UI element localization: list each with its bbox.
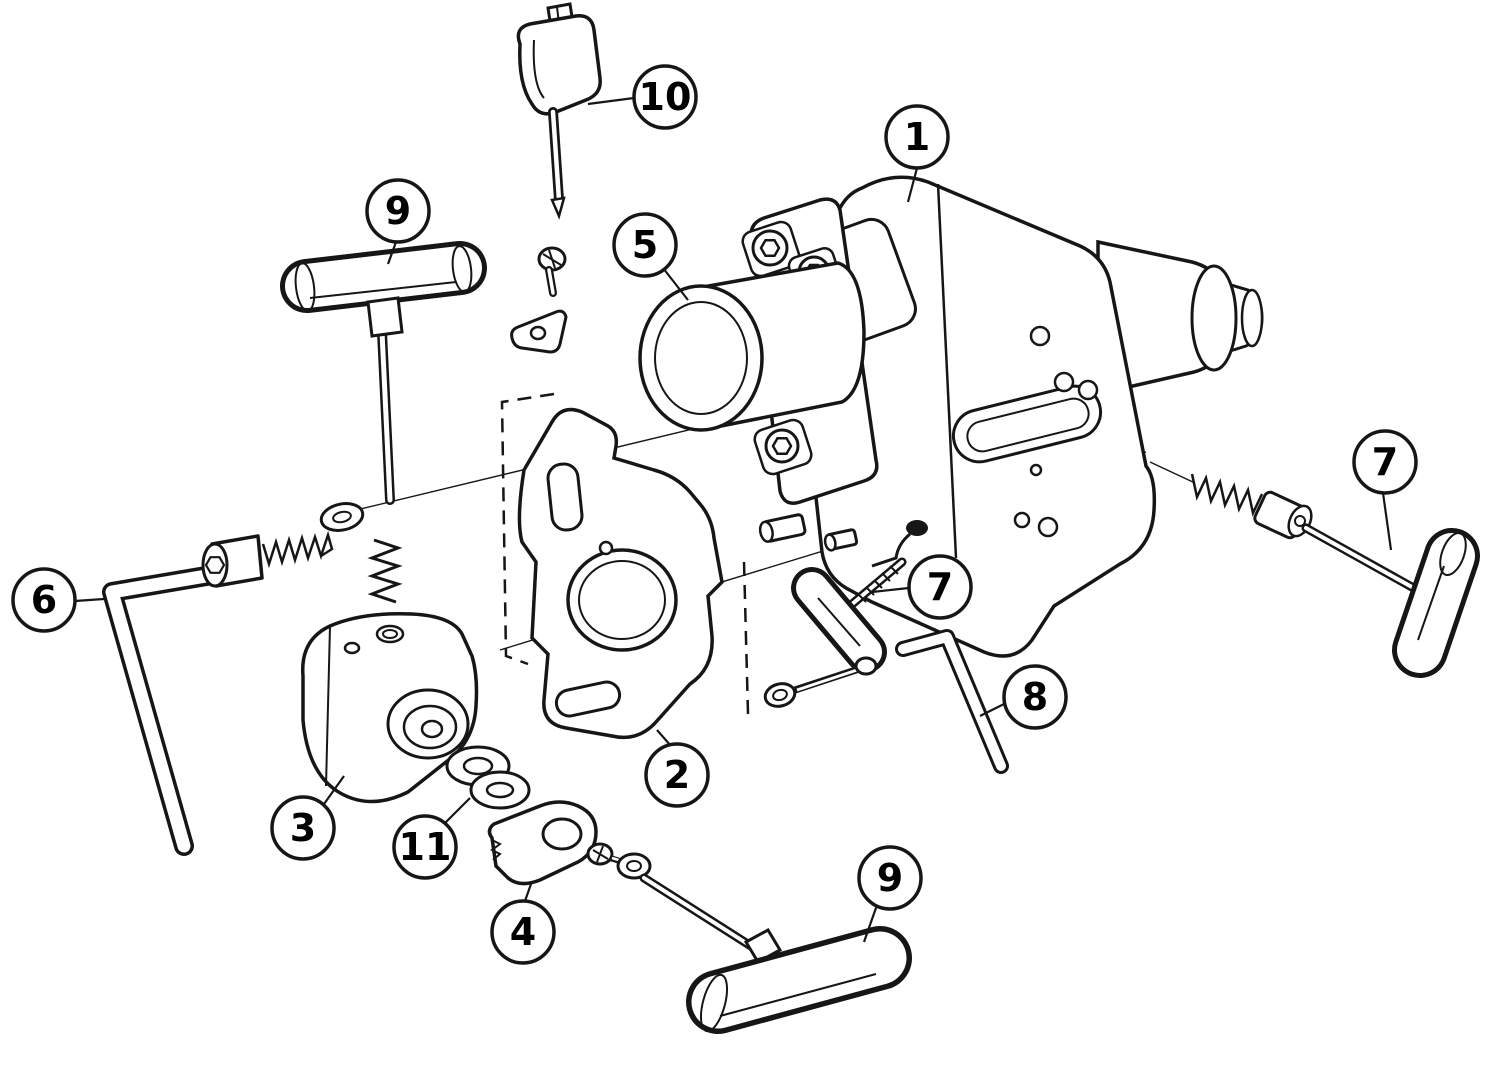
callout-1: 1 xyxy=(884,104,950,170)
callout-9-bottom-leader xyxy=(862,904,879,943)
part-6-hex-key xyxy=(102,564,228,856)
part-9-t-handle-bottom xyxy=(639,873,912,1034)
callout-11-label: 11 xyxy=(399,825,452,869)
callout-5-label: 5 xyxy=(632,223,658,267)
callout-6: 6 xyxy=(11,567,77,633)
callout-9-bottom-label: 9 xyxy=(877,856,903,900)
callout-9-top-leader xyxy=(386,241,398,265)
callout-7-right: 7 xyxy=(1352,429,1418,495)
callout-8-label: 8 xyxy=(1022,675,1048,719)
part-9-t-handle-top xyxy=(280,241,487,505)
callout-3-leader xyxy=(323,775,345,805)
part-8-hex-key xyxy=(895,629,1009,774)
callout-7-mid-label: 7 xyxy=(927,565,953,609)
callout-11-leader xyxy=(443,797,471,825)
callout-1-label: 1 xyxy=(904,115,930,159)
callout-9-top-label: 9 xyxy=(385,189,411,233)
mid-washer-screw xyxy=(763,656,878,708)
callout-2: 2 xyxy=(644,742,710,808)
set-screws xyxy=(758,513,928,568)
hex-socket-icon xyxy=(204,556,226,574)
part-7-torque-screw-right xyxy=(1190,473,1480,678)
part-1-body xyxy=(797,175,1157,658)
callout-3: 3 xyxy=(270,795,336,861)
callout-2-label: 2 xyxy=(664,753,690,797)
part-7-torque-screw-mid xyxy=(791,557,907,673)
callout-7-mid-leader xyxy=(871,586,910,594)
callout-9-top: 9 xyxy=(365,178,431,244)
dashed-lines xyxy=(500,392,750,715)
washer-left xyxy=(319,502,365,532)
callout-8-leader xyxy=(979,703,1005,717)
callout-4-leader xyxy=(523,883,533,902)
part-5-cylinder xyxy=(638,261,866,432)
part-3-cartridge xyxy=(300,612,479,804)
callout-9-bottom: 9 xyxy=(857,845,923,911)
callout-11: 11 xyxy=(392,814,458,880)
callout-8: 8 xyxy=(1002,664,1068,730)
dark-plug xyxy=(906,520,928,536)
spring xyxy=(367,538,403,604)
body-rear-boss xyxy=(1096,239,1264,397)
part-10-driver xyxy=(510,2,602,354)
cap-screw-left xyxy=(201,530,334,588)
callout-10-leader xyxy=(587,96,635,106)
callout-5: 5 xyxy=(612,212,678,278)
callout-4-label: 4 xyxy=(510,910,536,954)
callout-3-label: 3 xyxy=(290,806,316,850)
hex-socket-icon xyxy=(771,436,793,456)
callout-5-leader xyxy=(662,267,689,301)
hex-socket-icon xyxy=(759,238,781,258)
callout-6-label: 6 xyxy=(31,578,57,622)
leader-lines xyxy=(74,96,1393,943)
callout-10: 10 xyxy=(632,64,698,130)
callout-6-leader xyxy=(74,597,105,603)
callouts: 1 2 3 4 5 6 7 7 xyxy=(11,64,1418,965)
callout-4: 4 xyxy=(490,899,556,965)
part-2-cam-bracket xyxy=(517,407,724,740)
part-11-seal-rings xyxy=(445,745,531,810)
thread-icon xyxy=(1190,473,1264,517)
thread-icon xyxy=(261,530,334,569)
callout-10-label: 10 xyxy=(639,75,692,119)
callout-7-mid: 7 xyxy=(907,554,973,620)
callout-1-leader xyxy=(906,167,919,203)
callout-7-right-leader xyxy=(1381,492,1393,551)
part-4-clamp xyxy=(487,800,652,886)
serration-icon xyxy=(490,839,502,861)
callout-7-right-label: 7 xyxy=(1372,440,1398,484)
